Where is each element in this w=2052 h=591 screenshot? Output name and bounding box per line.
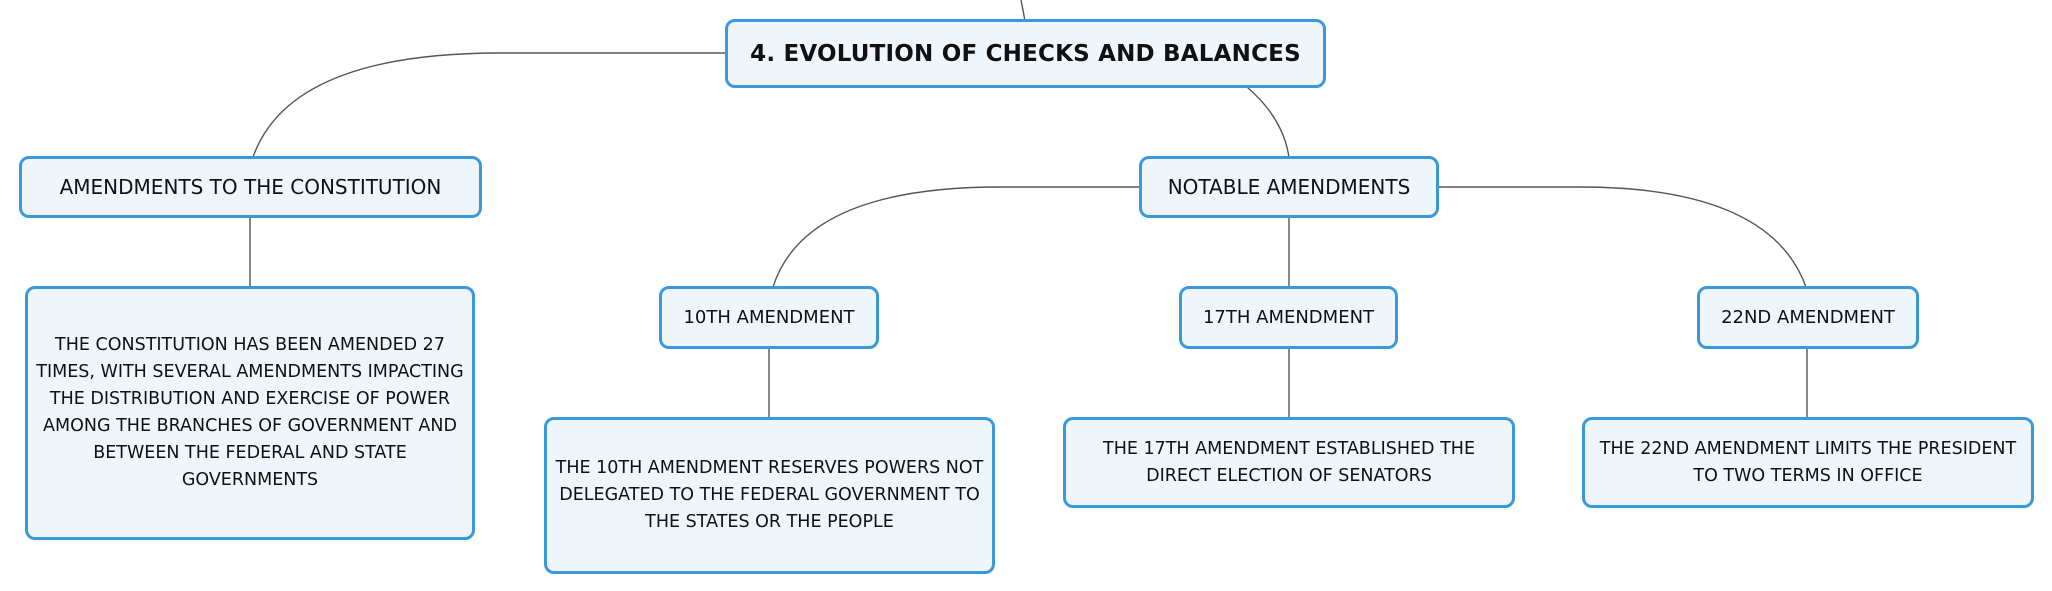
connector-notable-to-10th bbox=[772, 186, 1140, 288]
root-label: 4. EVOLUTION OF CHECKS AND BALANCES bbox=[750, 40, 1301, 67]
root-node[interactable]: 4. EVOLUTION OF CHECKS AND BALANCES bbox=[725, 19, 1326, 88]
notable-amendments-label: NOTABLE AMENDMENTS bbox=[1167, 175, 1411, 199]
seventeenth-amendment-detail-node[interactable]: THE 17TH AMENDMENT ESTABLISHED THE DIREC… bbox=[1063, 417, 1515, 508]
amendments-node[interactable]: AMENDMENTS TO THE CONSTITUTION bbox=[19, 156, 482, 218]
tenth-amendment-node[interactable]: 10TH AMENDMENT bbox=[659, 286, 879, 349]
connector-notable-to-22nd bbox=[1438, 186, 1807, 288]
connector-root-to-notable bbox=[1246, 86, 1290, 158]
seventeenth-amendment-label: 17TH AMENDMENT bbox=[1202, 307, 1375, 328]
twenty-second-amendment-node[interactable]: 22ND AMENDMENT bbox=[1697, 286, 1919, 349]
tenth-amendment-detail-node[interactable]: THE 10TH AMENDMENT RESERVES POWERS NOT D… bbox=[544, 417, 995, 574]
notable-amendments-node[interactable]: NOTABLE AMENDMENTS bbox=[1139, 156, 1439, 218]
tenth-amendment-label: 10TH AMENDMENT bbox=[683, 307, 855, 328]
amendments-label: AMENDMENTS TO THE CONSTITUTION bbox=[59, 175, 442, 199]
connector-parent-to-root bbox=[1020, 0, 1026, 22]
connector-root-to-amendments bbox=[252, 52, 727, 158]
tenth-amendment-detail-text: THE 10TH AMENDMENT RESERVES POWERS NOT D… bbox=[555, 458, 984, 532]
twenty-second-amendment-detail-node[interactable]: THE 22ND AMENDMENT LIMITS THE PRESIDENT … bbox=[1582, 417, 2034, 508]
amendments-detail-text: THE CONSTITUTION HAS BEEN AMENDED 27 TIM… bbox=[36, 335, 464, 490]
seventeenth-amendment-detail-text: THE 17TH AMENDMENT ESTABLISHED THE DIREC… bbox=[1103, 438, 1475, 486]
seventeenth-amendment-node[interactable]: 17TH AMENDMENT bbox=[1179, 286, 1398, 349]
twenty-second-amendment-detail-text: THE 22ND AMENDMENT LIMITS THE PRESIDENT … bbox=[1599, 438, 2017, 486]
amendments-detail-node[interactable]: THE CONSTITUTION HAS BEEN AMENDED 27 TIM… bbox=[25, 286, 475, 540]
twenty-second-amendment-label: 22ND AMENDMENT bbox=[1721, 307, 1895, 328]
